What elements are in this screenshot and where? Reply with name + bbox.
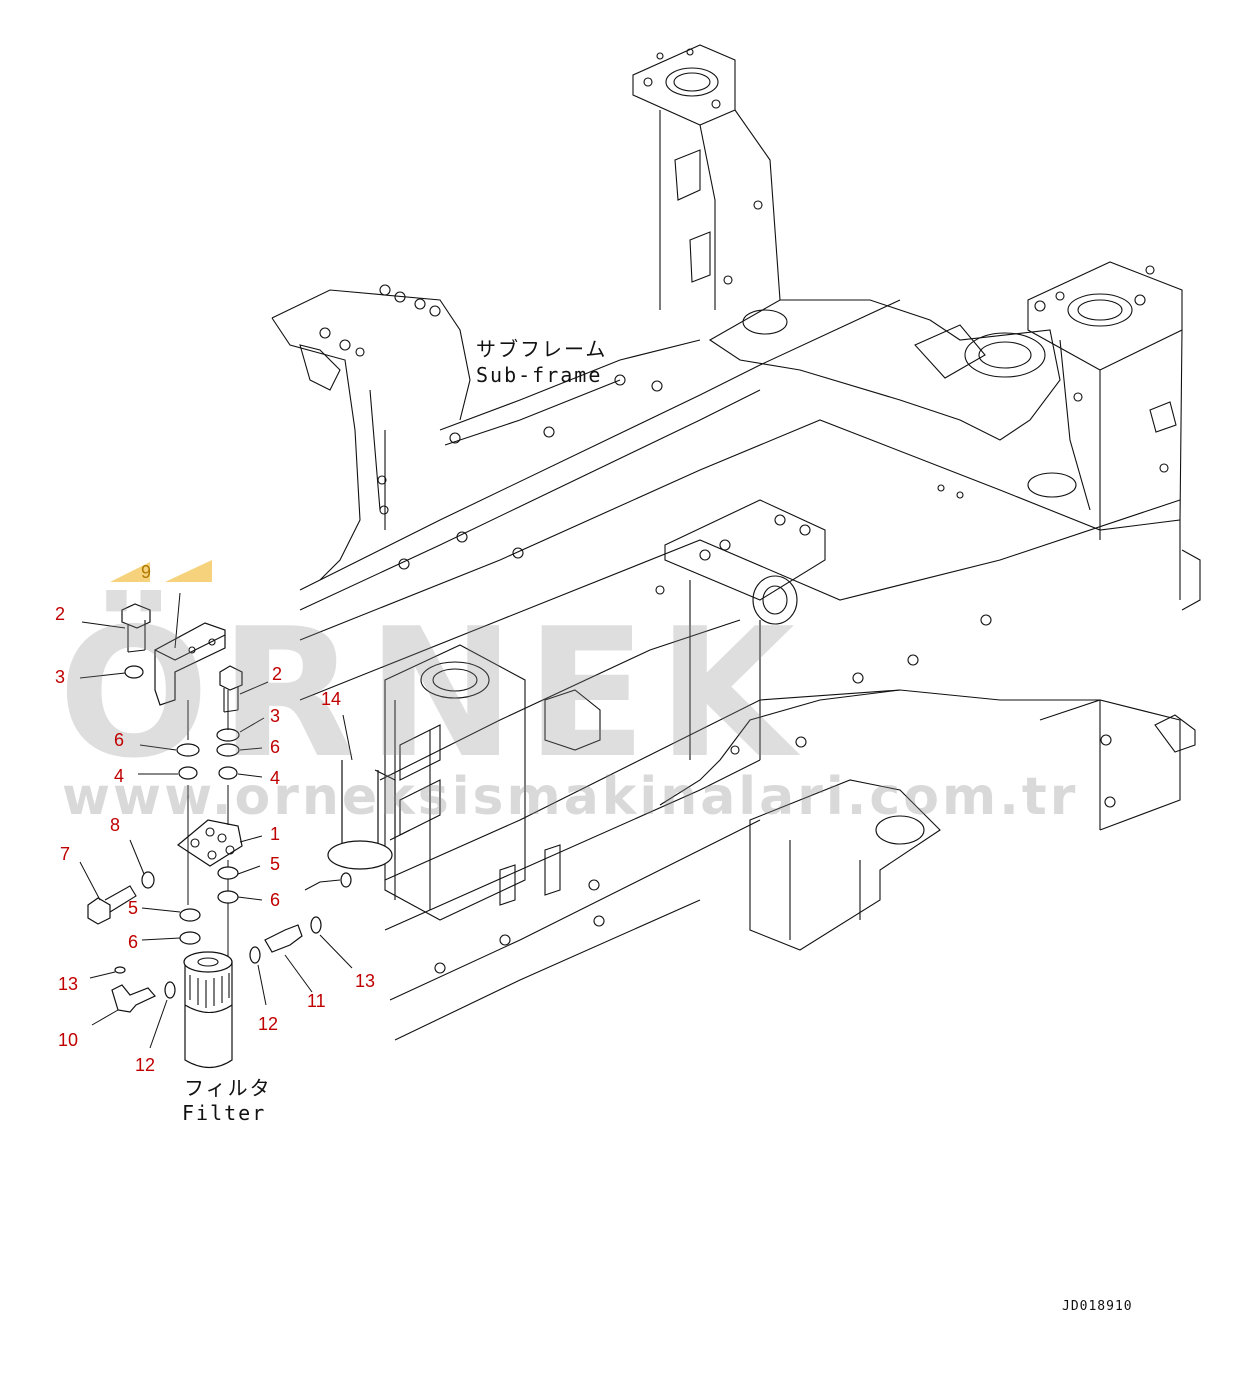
bolt-part-7 [87, 897, 111, 925]
leader-lines [79, 592, 353, 1049]
subframe-label-en: Sub-frame [476, 363, 602, 387]
elbow-part-10 [111, 984, 156, 1013]
callout-5: 5 [128, 898, 138, 918]
fitting-part-11 [264, 924, 303, 953]
callout-6: 6 [270, 737, 280, 757]
callout-6: 6 [114, 730, 124, 750]
callout-4: 4 [270, 768, 280, 788]
washer-part-3-left [124, 665, 144, 679]
callout-1: 1 [270, 824, 280, 844]
pipe-part-14 [304, 760, 411, 891]
callout-14: 14 [321, 689, 341, 709]
callout-3: 3 [55, 667, 65, 687]
gold-marker-triangles [110, 560, 212, 582]
callout-9: 9 [141, 562, 151, 582]
callout-5: 5 [270, 854, 280, 874]
callout-13: 13 [355, 971, 375, 991]
callout-11: 11 [307, 991, 326, 1011]
callout-6: 6 [270, 890, 280, 910]
drawing-id: JD018910 [1062, 1299, 1133, 1314]
watermark-brand: ÖRNEK [58, 590, 805, 797]
callout-13: 13 [58, 974, 78, 994]
subframe-label-jp: サブフレーム [476, 337, 607, 361]
labels: サブフレーム Sub-frame フィルタ Filter JD018910 [182, 337, 1133, 1314]
callout-7: 7 [60, 844, 70, 864]
callout-3: 3 [270, 706, 280, 726]
exploded-parts [79, 592, 411, 1069]
callout-10: 10 [58, 1030, 78, 1050]
filter-label-jp: フィルタ [184, 1076, 272, 1100]
filter-label-en: Filter [182, 1101, 266, 1125]
plate-part-1 [176, 819, 243, 867]
callout-numbers: 9 2 3 2 3 6 6 4 4 14 1 8 7 5 5 6 6 13 13… [55, 562, 375, 1075]
watermark: ÖRNEK www.orneksismakinalari.com.tr [58, 590, 1078, 827]
callout-2: 2 [55, 604, 65, 624]
callout-6: 6 [128, 932, 138, 952]
callout-12: 12 [258, 1014, 278, 1034]
filter-housing [183, 951, 233, 1069]
frame-drawing [271, 44, 1201, 1041]
bolt-part-2-left [121, 603, 151, 629]
callout-8: 8 [110, 815, 120, 835]
callout-4: 4 [114, 766, 124, 786]
callout-12: 12 [135, 1055, 155, 1075]
washer-part-8 [141, 871, 155, 889]
callout-2: 2 [272, 664, 282, 684]
bolt-part-2-right [219, 665, 243, 691]
watermark-url: www.orneksismakinalari.com.tr [62, 767, 1078, 827]
